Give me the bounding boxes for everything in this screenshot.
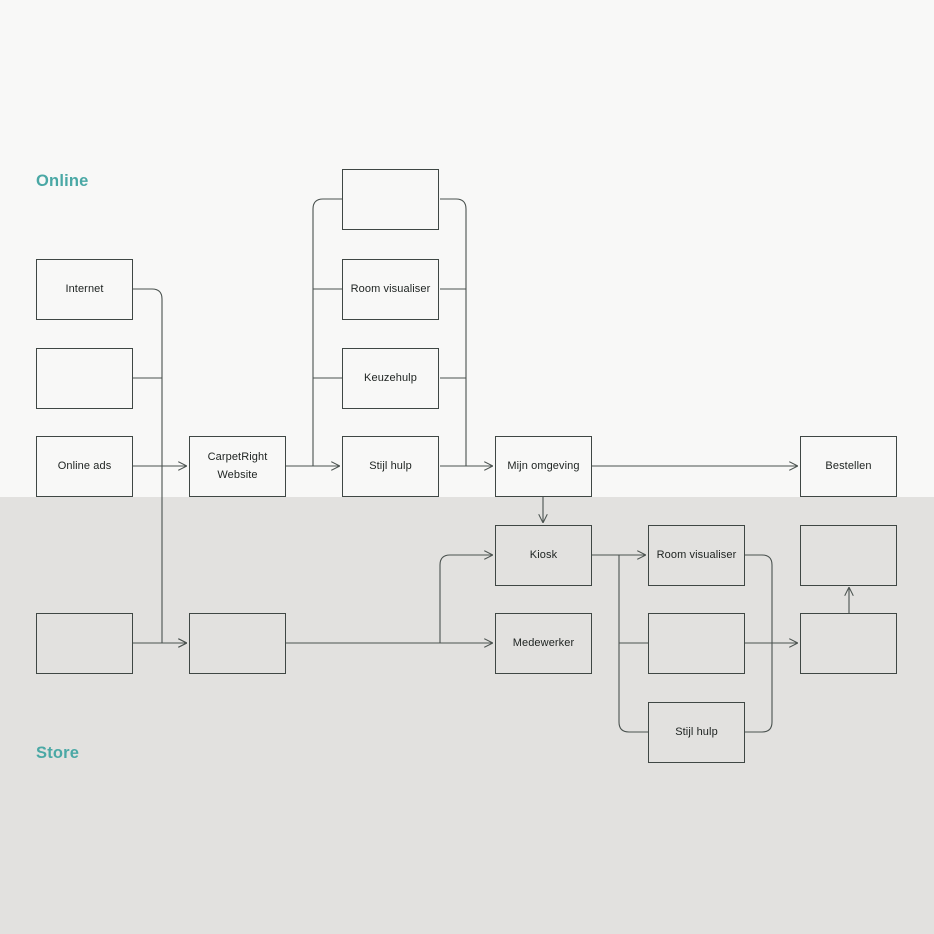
- node-bestellen[interactable]: Bestellen: [800, 436, 897, 497]
- node-label-online-ads: Online ads: [57, 459, 112, 472]
- node-label-kiosk: Kiosk: [529, 548, 558, 561]
- node-label-stijl-hulp-store: Stijl hulp: [675, 725, 718, 738]
- node-label-room-visualiser-store: Room visualiser: [656, 548, 737, 561]
- band-label-online: Online: [36, 172, 89, 190]
- node-label-carpetright-website: CarpetRight Website: [207, 451, 268, 481]
- node-stijl-hulp-store[interactable]: Stijl hulp: [648, 702, 745, 763]
- node-store-blank-5[interactable]: [800, 613, 897, 674]
- node-mijn-omgeving[interactable]: Mijn omgeving: [495, 436, 592, 497]
- node-online-blank-1[interactable]: [36, 348, 133, 409]
- node-room-visualiser-online[interactable]: Room visualiser: [342, 259, 439, 320]
- node-keuzehulp[interactable]: Keuzehulp: [342, 348, 439, 409]
- node-label-keuzehulp: Keuzehulp: [364, 371, 417, 384]
- node-label-stijl-hulp-online: Stijl hulp: [369, 459, 412, 472]
- node-label-mijn-omgeving: Mijn omgeving: [507, 459, 580, 472]
- node-store-blank-3[interactable]: [648, 613, 745, 674]
- node-internet[interactable]: Internet: [36, 259, 133, 320]
- node-kiosk[interactable]: Kiosk: [495, 525, 592, 586]
- node-store-blank-2[interactable]: [189, 613, 286, 674]
- node-online-ads[interactable]: Online ads: [36, 436, 133, 497]
- node-stijl-hulp-online[interactable]: Stijl hulp: [342, 436, 439, 497]
- node-label-internet: Internet: [65, 282, 104, 295]
- node-room-visualiser-store[interactable]: Room visualiser: [648, 525, 745, 586]
- band-store: [0, 497, 934, 934]
- node-label-medewerker: Medewerker: [512, 636, 575, 649]
- node-online-blank-2[interactable]: [342, 169, 439, 230]
- node-carpetright-website[interactable]: CarpetRight Website: [189, 436, 286, 497]
- node-store-blank-1[interactable]: [36, 613, 133, 674]
- band-label-store: Store: [36, 744, 80, 762]
- node-store-blank-4[interactable]: [800, 525, 897, 586]
- node-label-room-visualiser-online: Room visualiser: [350, 282, 431, 295]
- node-label-bestellen: Bestellen: [825, 459, 872, 472]
- band-online: [0, 0, 934, 497]
- node-medewerker[interactable]: Medewerker: [495, 613, 592, 674]
